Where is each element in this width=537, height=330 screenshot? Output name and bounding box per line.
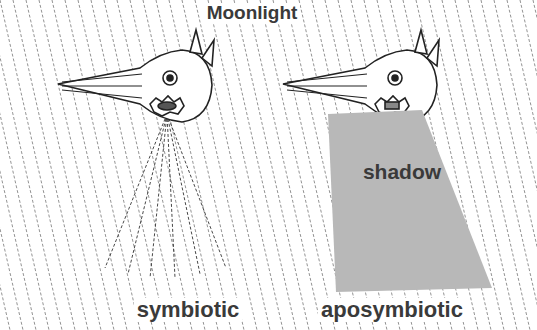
shadow-shape xyxy=(322,108,494,294)
state-label: aposymbiotic xyxy=(318,298,466,322)
moonlight-ray xyxy=(0,0,62,330)
shadow-fill xyxy=(328,110,492,292)
squid-symbiotic xyxy=(58,30,214,122)
moonlight-ray xyxy=(0,0,36,330)
emitted-light-ray xyxy=(167,114,226,268)
title-label: Moonlight xyxy=(204,3,301,24)
shadow-region: shadow xyxy=(322,108,494,294)
emitted-light-ray xyxy=(105,114,167,268)
moonlight-ray xyxy=(156,0,231,330)
light-organ-rays xyxy=(105,114,226,278)
moonlight-ray xyxy=(481,0,537,330)
emitted-light-ray xyxy=(167,114,175,278)
shadow-label: shadow xyxy=(363,160,441,184)
emitted-light-ray xyxy=(150,114,167,278)
moonlight-ray xyxy=(507,0,537,330)
emitted-light-ray xyxy=(128,114,167,274)
state-label: symbiotic xyxy=(134,298,243,322)
emitted-light-ray xyxy=(167,114,200,274)
moonlight-ray xyxy=(533,0,537,330)
squid-aposymbiotic xyxy=(283,30,439,122)
moonlight-ray xyxy=(0,0,10,330)
moonlight-ray xyxy=(494,0,537,330)
moonlight-ray xyxy=(520,0,537,330)
